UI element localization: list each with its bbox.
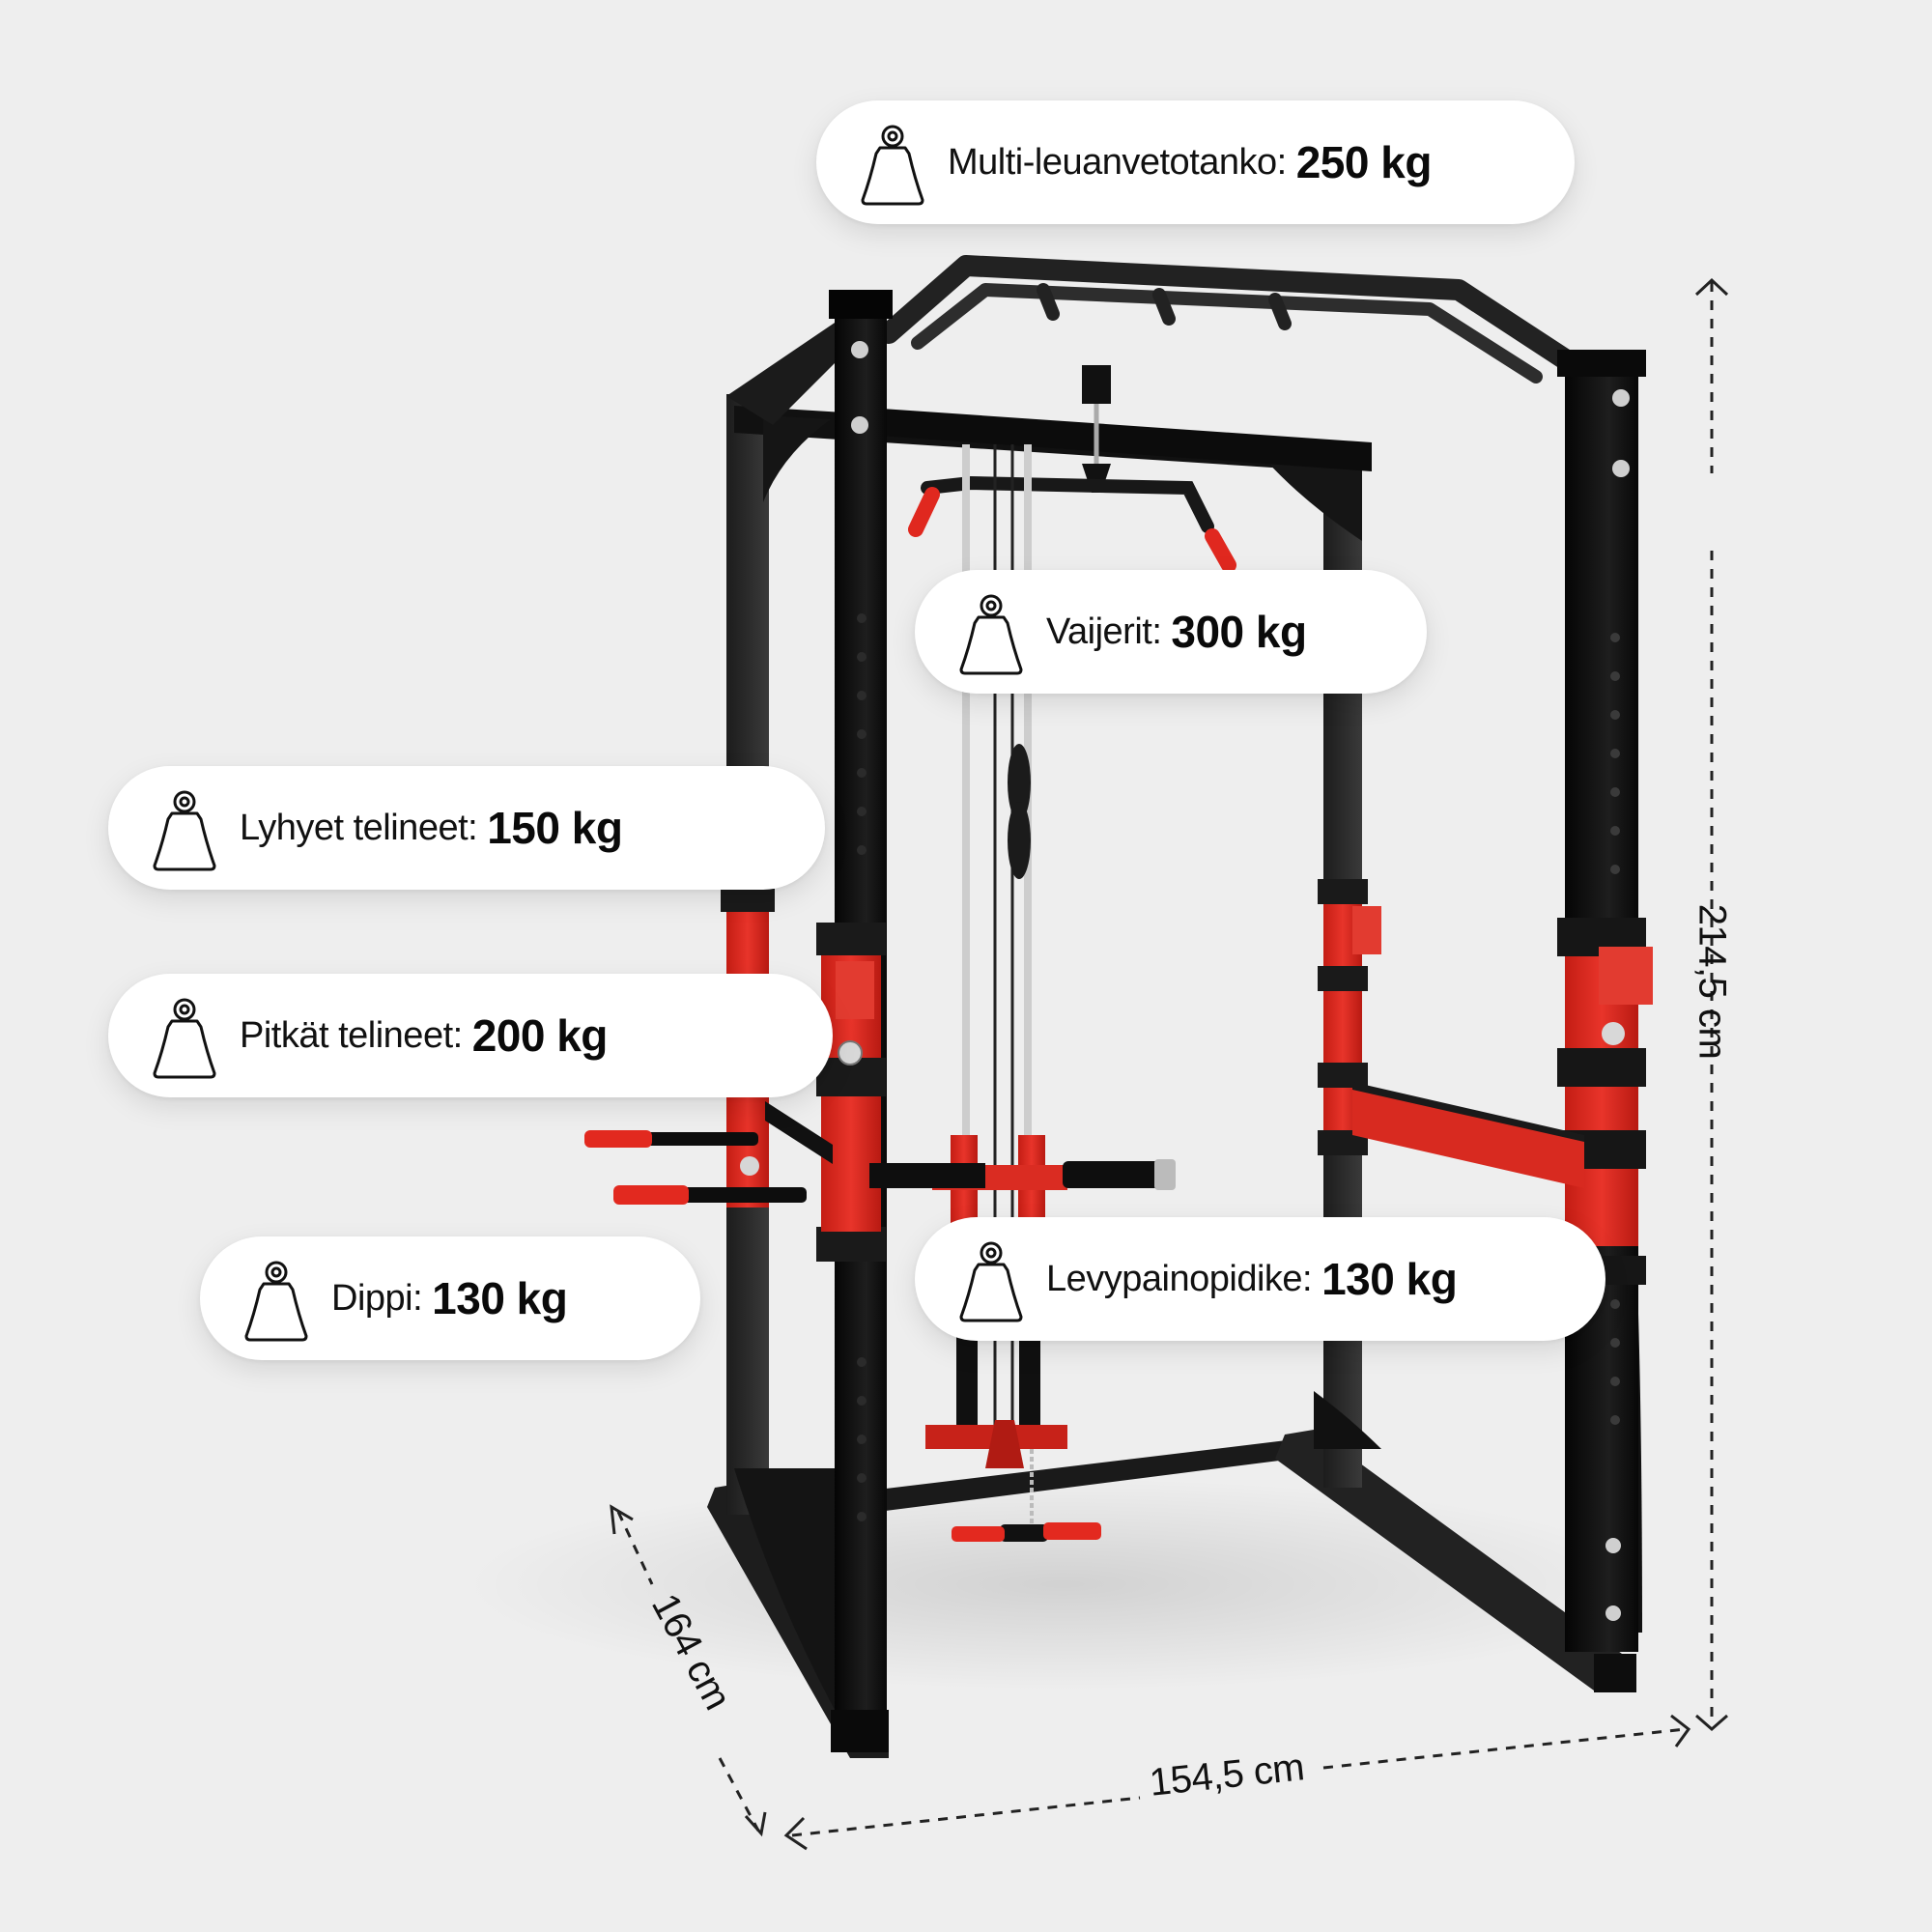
label-text: Levypainopidike: xyxy=(1046,1258,1313,1299)
weight-icon xyxy=(153,790,216,871)
label-plate-holder: Levypainopidike: 130 kg xyxy=(915,1217,1605,1341)
arrow-up-left-icon xyxy=(610,1504,634,1535)
label-value: 130 kg xyxy=(1321,1254,1458,1304)
weight-icon xyxy=(244,1261,308,1342)
label-text: Multi-leuanvetotanko: xyxy=(948,141,1287,183)
weight-icon xyxy=(861,125,924,206)
label-text: Vaijerit: xyxy=(1046,611,1162,652)
label-pull-up-bar: Multi-leuanvetotanko: 250 kg xyxy=(816,100,1575,224)
weight-icon xyxy=(959,594,1023,675)
label-text: Lyhyet telineet: xyxy=(240,807,478,848)
depth-dimension-line xyxy=(616,1511,654,1585)
label-short-racks: Lyhyet telineet: 150 kg xyxy=(108,766,825,890)
arrow-down-icon xyxy=(1695,1714,1728,1731)
label-value: 150 kg xyxy=(487,803,623,853)
weight-icon xyxy=(959,1241,1023,1322)
label-long-racks: Pitkät telineet: 200 kg xyxy=(108,974,833,1097)
label-text: Dippi: xyxy=(331,1277,423,1319)
label-text: Pitkät telineet: xyxy=(240,1014,463,1056)
height-dimension-label: 214,5 cm xyxy=(1690,903,1734,1060)
arrow-left-icon xyxy=(783,1816,808,1851)
weight-icon xyxy=(153,998,216,1079)
width-dimension-line xyxy=(791,1796,1141,1837)
label-value: 130 kg xyxy=(432,1273,568,1323)
label-value: 300 kg xyxy=(1171,607,1307,657)
label-dip: Dippi: 130 kg xyxy=(200,1236,700,1360)
arrow-down-right-icon xyxy=(744,1811,767,1837)
arrow-right-icon xyxy=(1670,1714,1691,1747)
arrow-up-icon xyxy=(1694,277,1729,297)
label-value: 200 kg xyxy=(471,1010,609,1061)
label-cables: Vaijerit: 300 kg xyxy=(915,570,1427,694)
label-value: 250 kg xyxy=(1295,137,1433,187)
